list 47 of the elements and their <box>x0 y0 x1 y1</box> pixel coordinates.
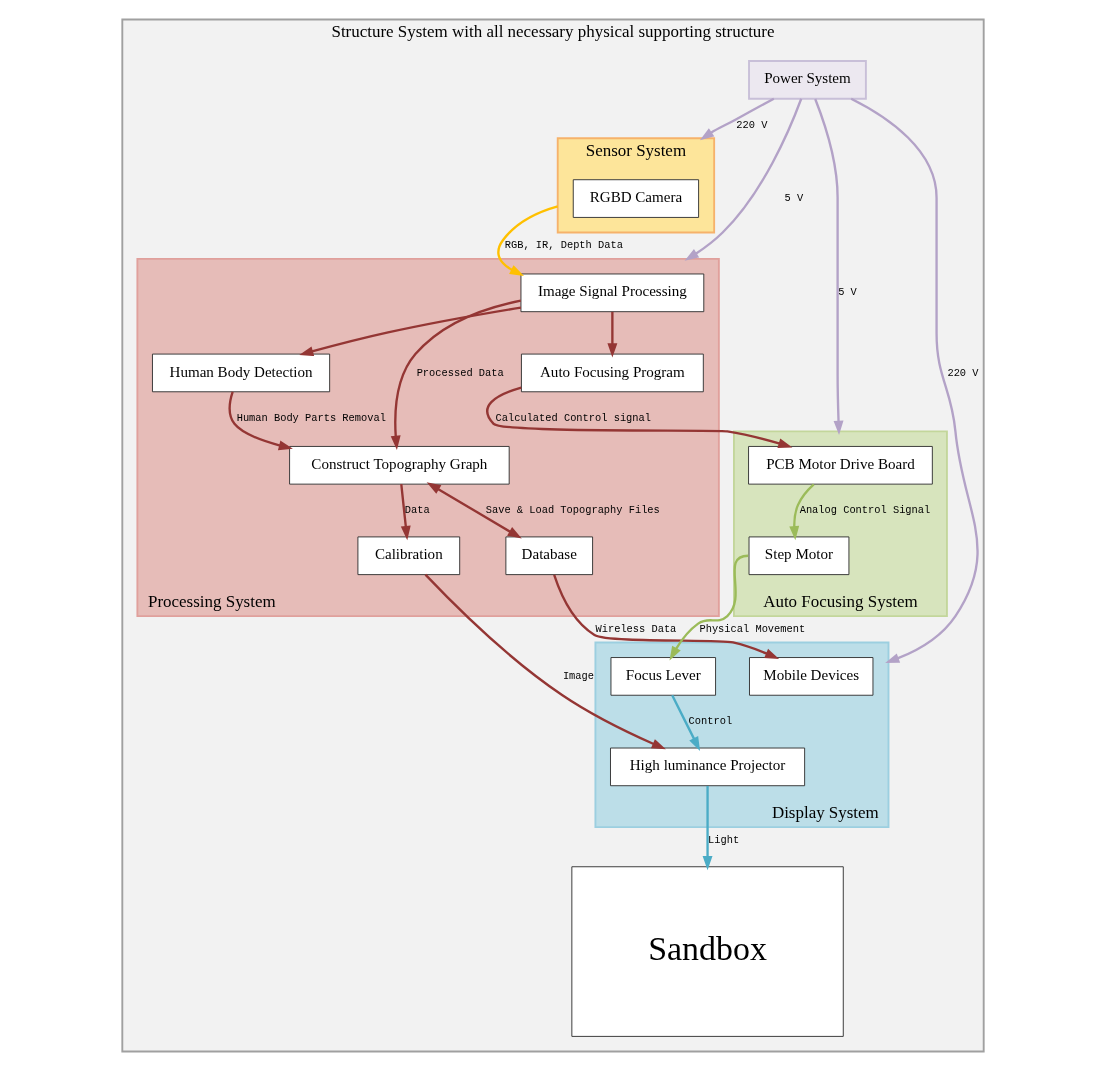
node-box: Mobile Devices <box>749 657 874 696</box>
node-box: High luminance Projector <box>610 747 806 787</box>
edge-label: 5 V <box>784 192 804 205</box>
edge-label: Processed Data <box>416 366 504 379</box>
edge-label: 5 V <box>838 286 857 299</box>
node-box: Construct Topography Graph <box>289 445 510 485</box>
arrow <box>607 311 618 358</box>
node-box: Auto Focusing Program <box>520 353 704 393</box>
arrow <box>684 98 803 261</box>
edge-label: Light <box>708 834 740 847</box>
node-box: Human Body Detection <box>152 353 331 393</box>
node-box: RGBD Camera <box>572 179 700 218</box>
arrow <box>424 573 666 750</box>
edge-label: 220 V <box>947 366 979 379</box>
node-box: Sandbox <box>571 866 844 1037</box>
node-box: Image Signal Processing <box>520 273 705 313</box>
arrow <box>850 97 979 663</box>
arrow <box>228 391 293 451</box>
edge-label: 220 V <box>736 118 768 131</box>
node-box: Step Motor <box>748 536 850 576</box>
edge-label: Control <box>688 715 733 728</box>
arrow <box>699 97 775 141</box>
arrow <box>299 306 522 357</box>
node-box: Database <box>505 536 594 576</box>
arrow <box>497 205 559 276</box>
arrow <box>702 786 713 871</box>
arrow <box>486 386 793 449</box>
node-box: Focus Lever <box>610 657 717 696</box>
arrow <box>390 299 522 450</box>
arrow <box>814 98 844 435</box>
edge-label: Data <box>404 504 430 517</box>
edge-label: Physical Movement <box>699 622 806 635</box>
node-box: PCB Motor Drive Board <box>748 445 933 485</box>
edge-label: RGB, IR, Depth Data <box>504 239 623 252</box>
arrow <box>426 482 522 539</box>
arrow <box>671 694 701 751</box>
edge-label: Analog Control Signal <box>799 504 931 517</box>
edge-label: Image <box>562 670 594 683</box>
arrow <box>400 484 411 541</box>
edge-label: Save & Load Topography Files <box>485 504 660 517</box>
arrow <box>789 483 815 541</box>
edge-label: Calculated Control signal <box>495 411 651 424</box>
edge-label: Wireless Data <box>595 622 677 635</box>
arrow <box>553 574 780 659</box>
node-box: Power System <box>748 60 867 100</box>
edge-label: Human Body Parts Removal <box>236 411 386 424</box>
node-box: Calibration <box>357 536 461 576</box>
